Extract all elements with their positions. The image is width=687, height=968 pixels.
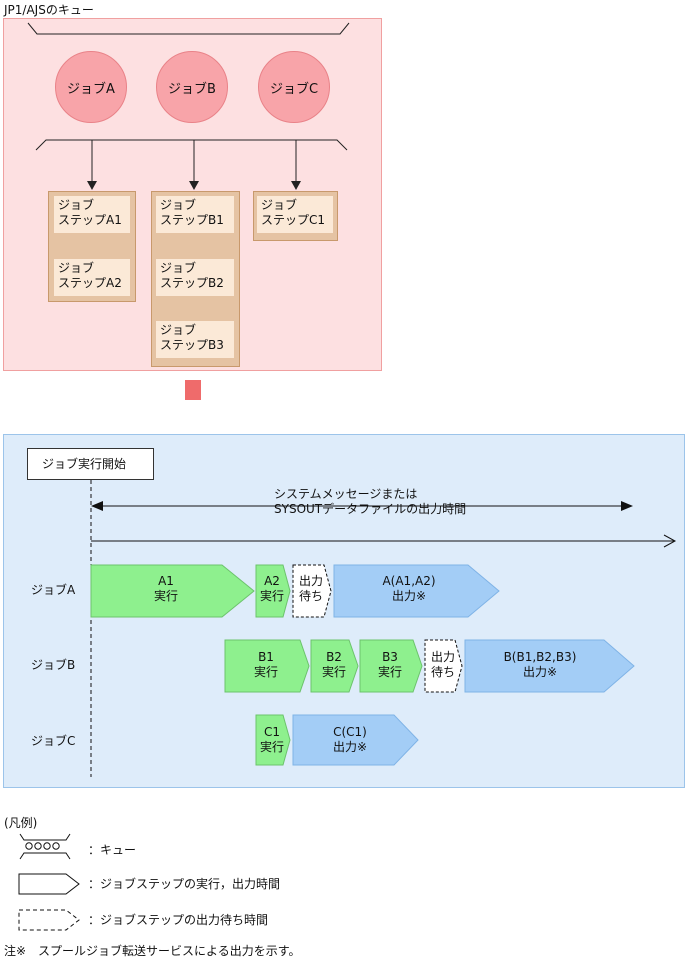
job-start-box: ジョブ実行開始 [27,448,154,480]
job-circle-c: ジョブC [258,51,330,123]
exec-b2 [310,639,359,693]
footnote: 注※ スプールジョブ転送サービスによる出力を示す。 [4,944,301,958]
arrow-head-a [87,181,97,190]
output-a-label: A(A1,A2)出力※ [382,574,436,603]
wait-a-label: 出力待ち [298,574,323,603]
exec-a2 [255,564,291,618]
row-label-b: ジョブB [31,658,76,672]
wait-a [292,564,332,618]
wait-b-label: 出力待ち [430,650,455,679]
output-a [333,564,500,618]
down-arrow [185,380,201,400]
output-b [464,639,635,693]
span-label-line1: システムメッセージまたは [274,487,418,501]
span-label-line2: SYSOUTデータファイルの出力時間 [274,502,467,516]
queue-bracket-lower [35,139,348,151]
legend-exec-label: ：ジョブステップの実行，出力時間 [88,877,281,891]
wait-b [424,639,463,693]
job-step-c1: ジョブステップC1 [257,196,333,233]
arrow-head-b [189,181,199,190]
legend-graphics [18,833,80,931]
job-step-a2: ジョブステップA2 [54,259,130,296]
legend-title: (凡例) [4,816,38,830]
legend-wait-label: ：ジョブステップの出力待ち時間 [88,913,269,927]
row-label-c: ジョブC [31,734,76,748]
output-c-label: C(C1)出力※ [332,725,368,754]
exec-b3 [359,639,423,693]
job-step-b2: ジョブステップB2 [156,259,234,296]
output-c [292,714,419,766]
legend-queue-icon [19,833,71,841]
job-step-b3: ジョブステップB3 [156,321,234,358]
legend-wait-shape [18,909,80,931]
job-circle-b: ジョブB [156,51,228,123]
queue-bracket-top [27,22,350,35]
job-step-b1: ジョブステップB1 [156,196,234,233]
job-circle-a: ジョブA [55,51,127,123]
output-b-label: B(B1,B2,B3)出力※ [503,650,577,679]
exec-c1 [255,714,291,766]
legend-queue-label: ：キュー [88,843,137,857]
legend-exec-shape [18,873,80,895]
queue-lines [27,22,350,400]
job-step-a1: ジョブステップA1 [54,196,130,233]
row-label-a: ジョブA [31,583,76,597]
timeline-graphics [90,480,677,777]
exec-a1 [90,564,255,618]
exec-b1 [224,639,310,693]
arrow-head-c [291,181,301,190]
queue-title: JP1/AJSのキュー [4,3,94,17]
